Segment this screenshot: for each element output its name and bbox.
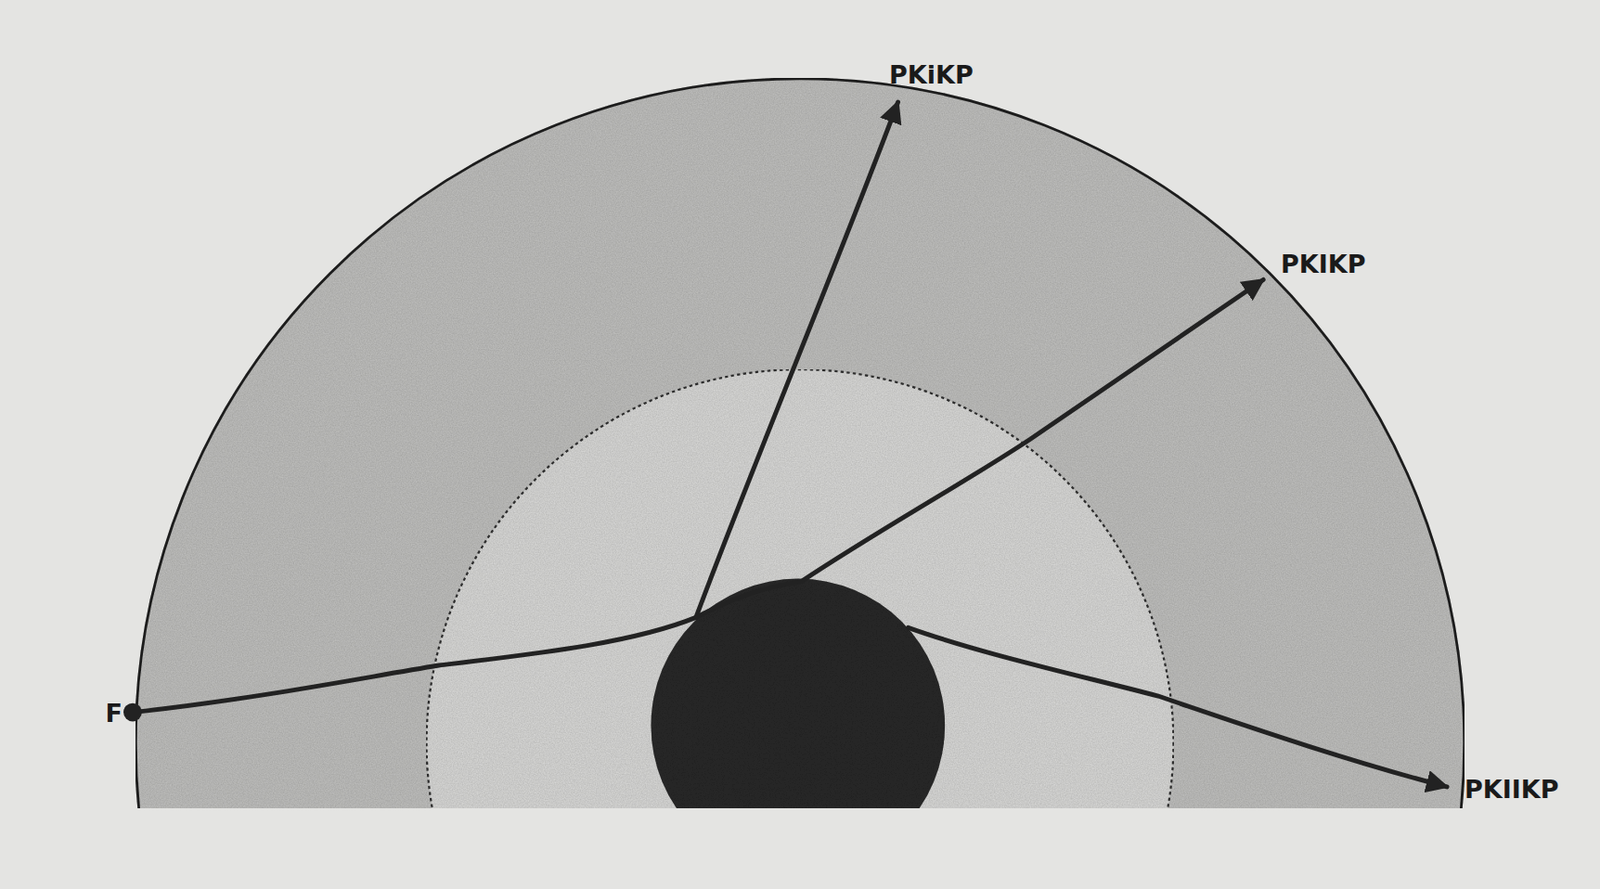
outer-core [426, 369, 1175, 809]
ray-label: PKIIKP [1464, 776, 1560, 802]
pkiikp-ray [908, 627, 1448, 788]
focus-dot [123, 703, 142, 723]
ray-label: F [105, 700, 123, 726]
ray-label: PKiKP [889, 62, 974, 88]
ray-label: PKIKP [1280, 251, 1366, 277]
incident-ray [132, 617, 697, 712]
mantle [135, 78, 1465, 809]
pkikp-ray [696, 279, 1264, 618]
